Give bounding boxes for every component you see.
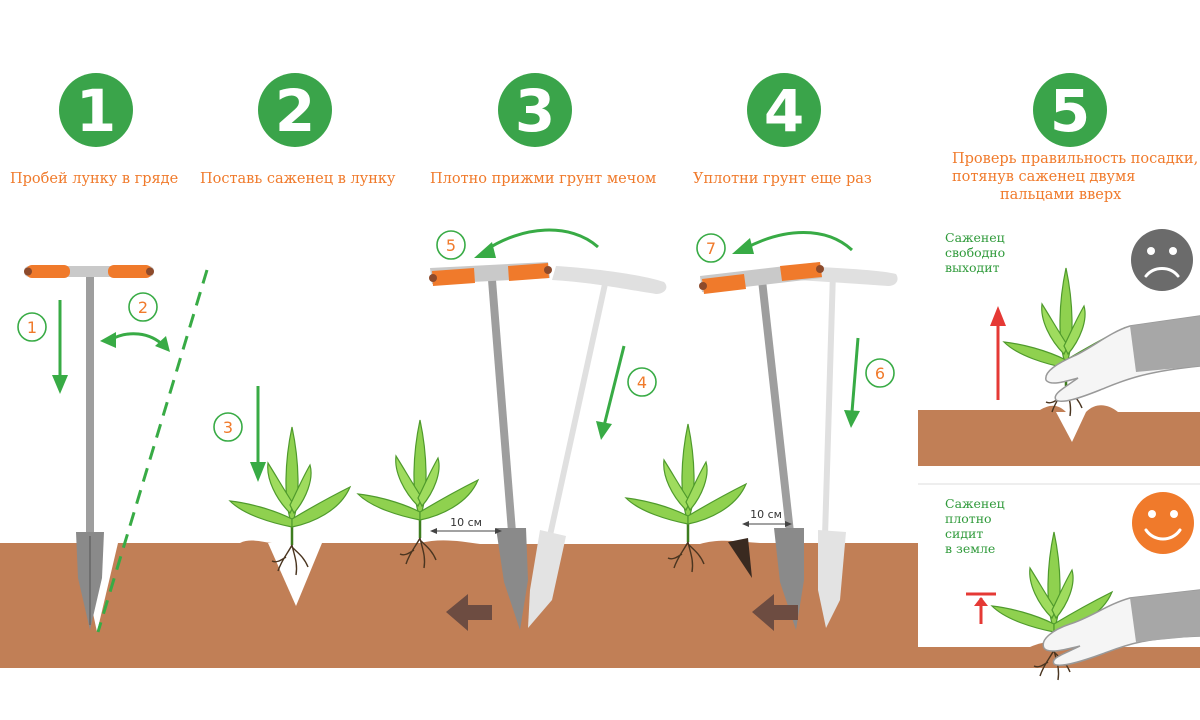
step-5-caption-line-2: потянув саженец двумя xyxy=(952,169,1136,185)
arrow-down-step-1 xyxy=(52,300,68,394)
arrow-down-step-4 xyxy=(844,337,860,428)
svg-text:5: 5 xyxy=(446,236,456,255)
push-arrow-step-3 xyxy=(446,594,492,631)
motion-label-1: 1 xyxy=(17,312,47,342)
distance-label-step-4: 10 см xyxy=(750,508,782,521)
tool-step-4 xyxy=(699,262,824,630)
hand-bad xyxy=(1045,315,1200,402)
motion-label-2: 2 xyxy=(128,292,158,322)
tilt-guide-dashed xyxy=(96,269,209,633)
arrow-tilt-step-1 xyxy=(100,332,170,352)
hand-good xyxy=(1042,589,1200,666)
step-1-caption: Пробей лунку в гряде xyxy=(10,171,179,187)
push-arrow-step-4 xyxy=(752,594,798,631)
step-number-2: 2 xyxy=(275,77,315,145)
tool-step-3-ghost xyxy=(528,266,667,628)
motion-label-4: 4 xyxy=(627,367,657,397)
arrow-curved-step-4 xyxy=(732,231,854,254)
motion-label-7: 7 xyxy=(696,233,726,263)
tool-step-1 xyxy=(24,265,154,630)
step-5-caption-line-1: Проверь правильность посадки, xyxy=(952,151,1198,167)
svg-text:1: 1 xyxy=(27,318,37,337)
svg-text:2: 2 xyxy=(138,298,148,317)
svg-text:7: 7 xyxy=(706,239,716,258)
motion-label-3: 3 xyxy=(213,412,243,442)
step-5-caption: Проверь правильность посадки, потянув са… xyxy=(952,150,1198,204)
motion-label-6: 6 xyxy=(865,358,895,388)
soil-hole-bad xyxy=(1056,412,1086,442)
step-badge-5: 5 xyxy=(1033,73,1107,147)
svg-text:4: 4 xyxy=(637,373,647,392)
step-number-1: 1 xyxy=(76,77,116,145)
step-5-caption-line-3: пальцами вверх xyxy=(1000,187,1122,203)
distance-marker-step-3: 10 см xyxy=(430,516,502,534)
step-number-3: 3 xyxy=(515,77,555,145)
step-4-caption: Уплотни грунт еще раз xyxy=(693,171,872,187)
result-bad-text: Саженец свободно выходит xyxy=(945,230,1006,275)
compacted-gap-step-4 xyxy=(728,538,752,578)
step-badge-3: 3 xyxy=(498,73,572,147)
svg-text:3: 3 xyxy=(223,418,233,437)
motion-label-5: 5 xyxy=(436,230,466,260)
arrow-curved-step-3 xyxy=(474,228,599,258)
smile-face-icon xyxy=(1132,492,1194,554)
limit-marker-red xyxy=(966,592,996,624)
tool-step-3 xyxy=(429,262,552,630)
step-number-5: 5 xyxy=(1050,77,1090,145)
soil-panel-bad xyxy=(918,405,1200,466)
distance-label-step-3: 10 см xyxy=(450,516,482,529)
step-3-caption: Плотно прижми грунт мечом xyxy=(430,171,657,187)
step-badge-1: 1 xyxy=(59,73,133,147)
step-badge-2: 2 xyxy=(258,73,332,147)
distance-marker-step-4: 10 см xyxy=(742,508,792,527)
arrow-down-step-2 xyxy=(250,386,266,482)
step-number-4: 4 xyxy=(764,77,804,145)
result-good-text: Саженец плотно сидит в земле xyxy=(945,496,1005,556)
soil-panel-good xyxy=(918,641,1200,668)
arrow-down-step-3 xyxy=(596,345,626,440)
planting-hole-2 xyxy=(268,543,322,606)
step-2-caption: Поставь саженец в лунку xyxy=(200,171,396,187)
sad-face-icon xyxy=(1131,229,1193,291)
arrow-up-red xyxy=(990,306,1006,400)
svg-text:6: 6 xyxy=(875,364,885,383)
step-badge-4: 4 xyxy=(747,73,821,147)
